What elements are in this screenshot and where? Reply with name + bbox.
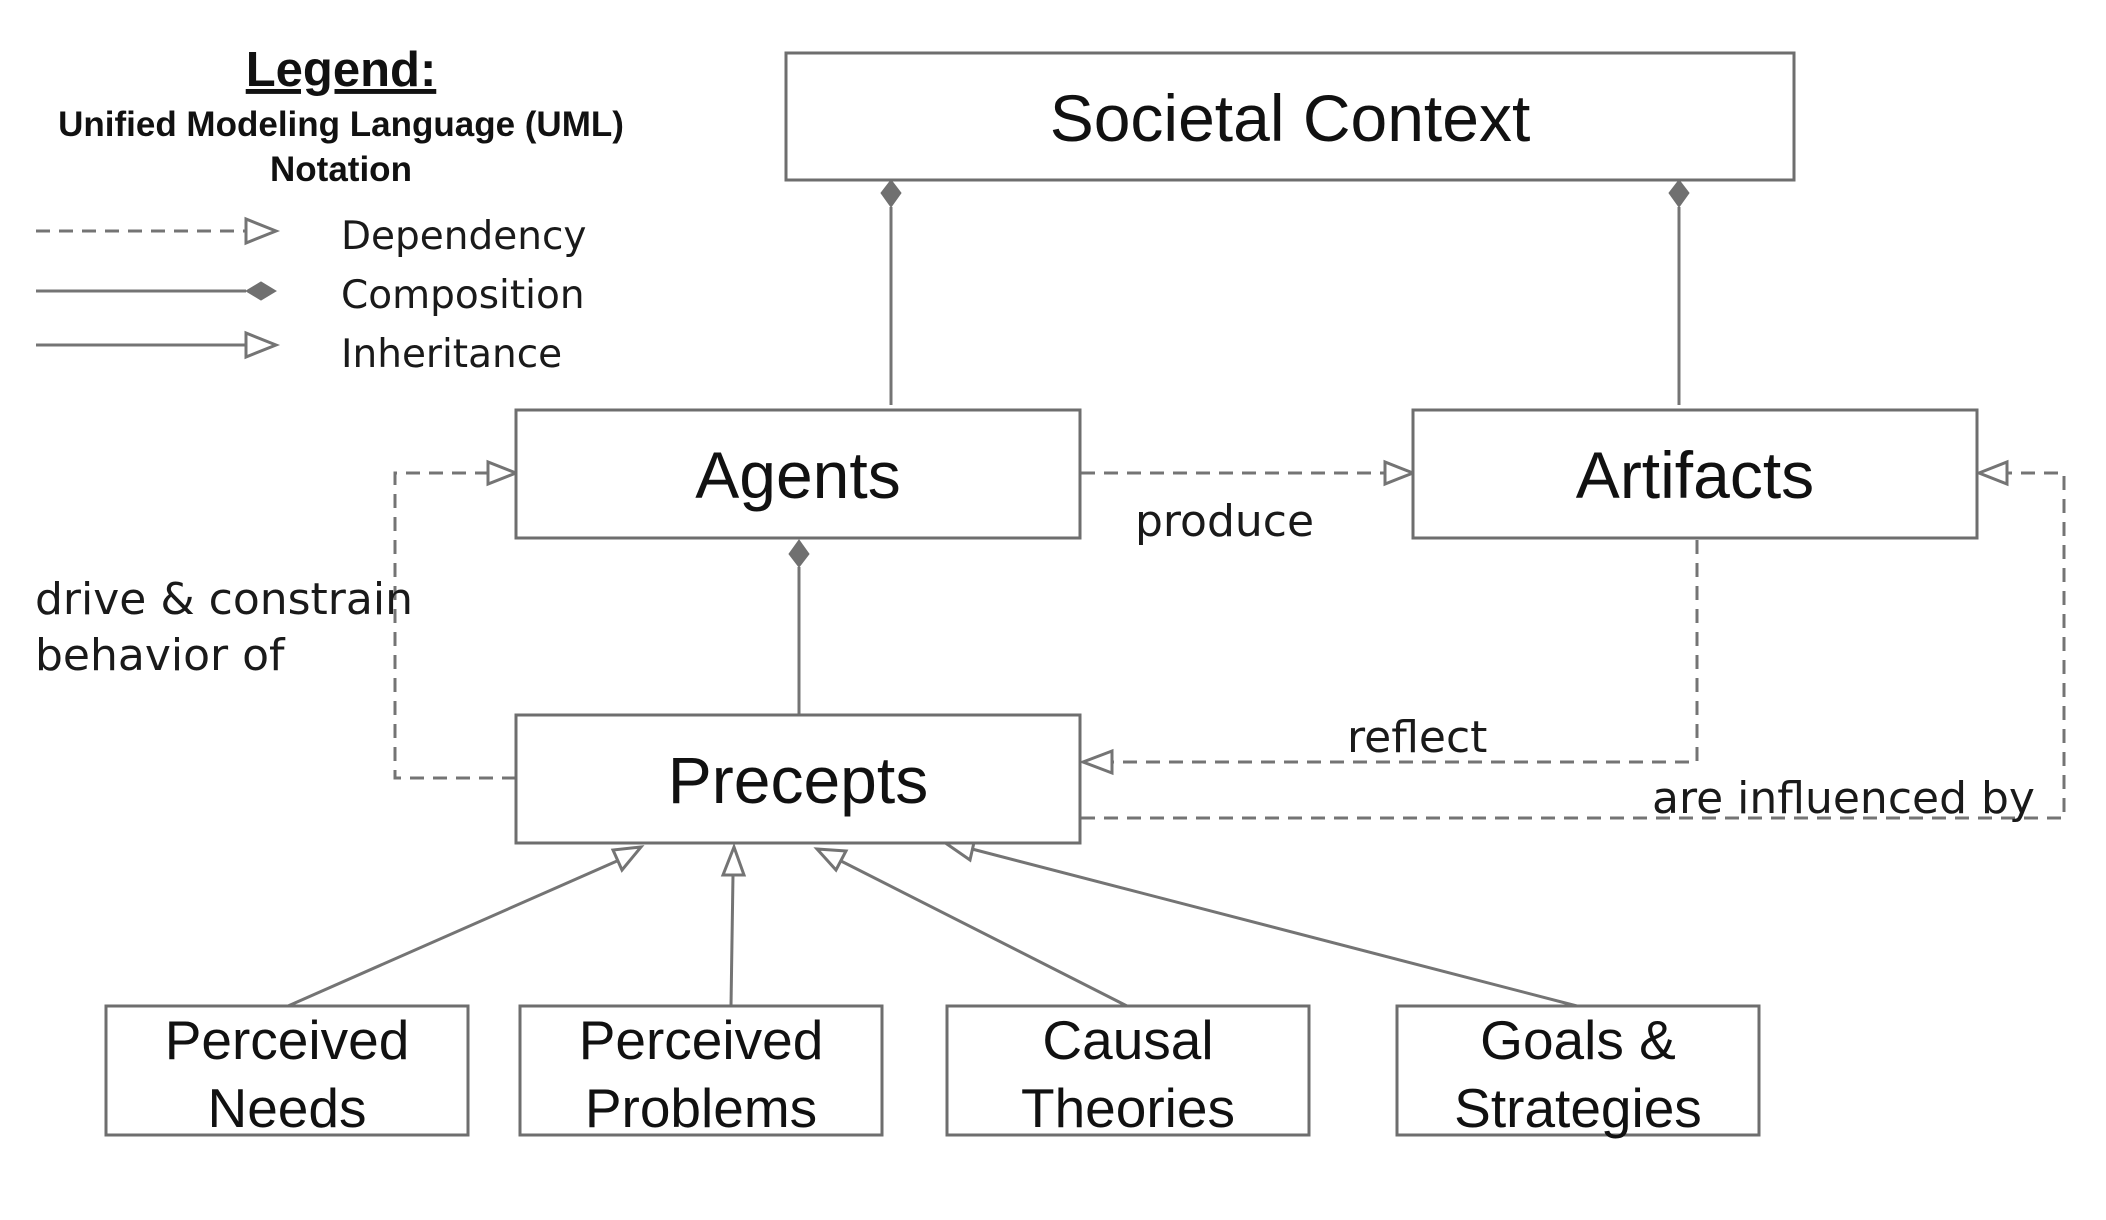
legend-composition-label: Composition: [341, 273, 585, 318]
composition-precepts-to-agents: [788, 539, 810, 715]
node-causal-theories-line2: Theories: [1021, 1077, 1235, 1139]
edge-label-reflect: reflect: [1347, 712, 1487, 763]
edge-label-influenced: are influenced by: [1652, 773, 2035, 824]
legend-dependency-symbol: [36, 216, 281, 246]
legend-dependency-label: Dependency: [341, 214, 586, 259]
edge-label-drive-line2: behavior of: [35, 630, 286, 681]
inheritance-causal-theories-to-precepts: [813, 847, 1128, 1008]
node-precepts[interactable]: Precepts: [514, 713, 1082, 845]
node-artifacts[interactable]: Artifacts: [1411, 408, 1979, 540]
node-goals-strategies[interactable]: Goals & Strategies: [1395, 1004, 1761, 1139]
node-perceived-needs[interactable]: Perceived Needs: [104, 1004, 470, 1139]
node-societal-context[interactable]: Societal Context: [784, 51, 1796, 182]
node-artifacts-label: Artifacts: [1576, 438, 1814, 512]
legend: Legend: Unified Modeling Language (UML) …: [36, 43, 624, 377]
legend-title: Legend:: [246, 43, 437, 97]
legend-composition-symbol: [36, 281, 277, 301]
node-agents-label: Agents: [695, 438, 900, 512]
inheritance-perceived-needs-to-precepts: [287, 845, 645, 1008]
dependency-artifacts-reflect-precepts: [1078, 540, 1699, 776]
node-goals-strategies-line2: Strategies: [1454, 1077, 1702, 1139]
legend-inheritance-label: Inheritance: [341, 332, 562, 377]
node-causal-theories[interactable]: Causal Theories: [945, 1004, 1311, 1139]
node-societal-context-label: Societal Context: [1050, 81, 1531, 155]
legend-subtitle-line1: Unified Modeling Language (UML): [58, 105, 624, 144]
node-perceived-needs-line2: Needs: [208, 1077, 367, 1139]
inheritance-goals-strategies-to-precepts: [939, 836, 1578, 1008]
legend-subtitle-line2: Notation: [270, 150, 412, 189]
node-perceived-problems[interactable]: Perceived Problems: [518, 1004, 884, 1139]
composition-agents-to-societal-context: [880, 179, 902, 405]
legend-inheritance-symbol: [36, 330, 281, 360]
composition-artifacts-to-societal-context: [1668, 179, 1690, 405]
node-perceived-problems-line1: Perceived: [579, 1009, 824, 1071]
edge-label-produce: produce: [1135, 496, 1314, 547]
node-perceived-problems-line2: Problems: [585, 1077, 817, 1139]
node-perceived-needs-line1: Perceived: [165, 1009, 410, 1071]
inheritance-perceived-problems-to-precepts: [720, 842, 747, 1007]
dependency-artifacts-influenced-by-precepts: [1081, 459, 2066, 820]
node-agents[interactable]: Agents: [514, 408, 1082, 540]
node-goals-strategies-line1: Goals &: [1480, 1009, 1676, 1071]
dependency-agents-produce-artifacts: [1081, 459, 1418, 487]
edge-label-drive-line1: drive & constrain: [35, 574, 413, 625]
node-precepts-label: Precepts: [668, 743, 928, 817]
dependency-precepts-drive-agents: [393, 459, 521, 780]
node-causal-theories-line1: Causal: [1042, 1009, 1213, 1071]
